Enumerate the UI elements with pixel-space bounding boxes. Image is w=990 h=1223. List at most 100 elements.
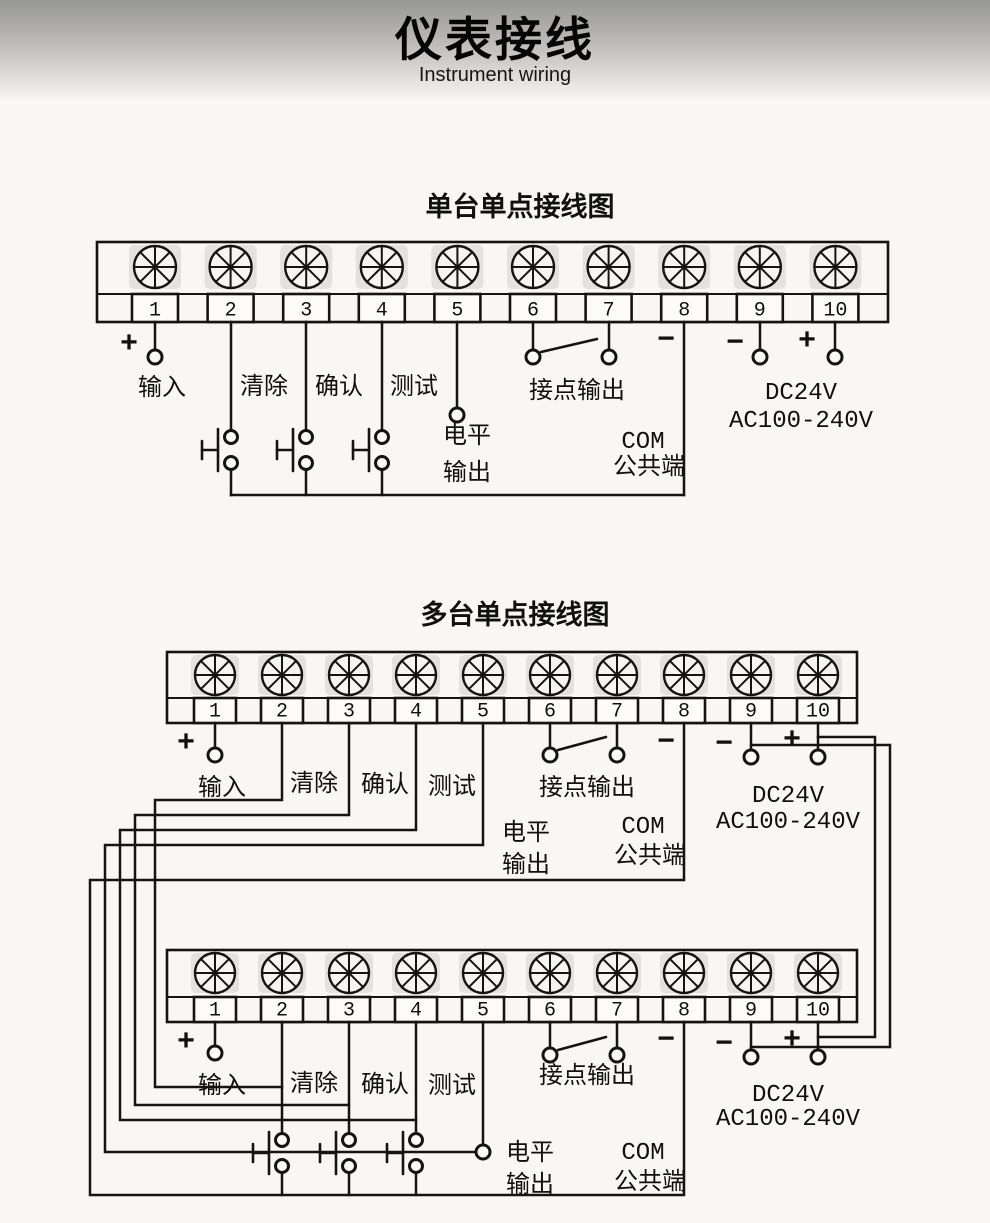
terminal-number: 10 xyxy=(806,1000,830,1023)
terminal-unit: 7 xyxy=(582,244,635,324)
screw-slot xyxy=(803,958,833,988)
button-contact xyxy=(374,429,390,445)
wire xyxy=(548,1020,619,1050)
contact-switch-symbol xyxy=(556,1035,608,1052)
terminal-number: 5 xyxy=(451,300,463,323)
terminal-unit: 5 xyxy=(459,653,507,725)
terminal-unit: 3 xyxy=(325,951,373,1024)
com-bus-wire xyxy=(88,721,686,1197)
confirm-bus-wire xyxy=(133,721,351,1107)
push-button-symbol xyxy=(318,1130,357,1176)
polarity-minus-sign: − xyxy=(715,726,733,759)
screw-slot xyxy=(334,958,364,988)
level-output-label-line1: 电平 xyxy=(502,819,550,846)
terminal-number: 3 xyxy=(300,300,312,323)
screw-slot xyxy=(291,252,322,282)
polarity-minus-sign: − xyxy=(657,322,675,355)
level-output-label-line1: 电平 xyxy=(443,422,491,449)
clear-label: 清除 xyxy=(290,1070,338,1097)
screw-slot xyxy=(401,660,431,690)
screw-slot xyxy=(401,958,431,988)
level-output-label-line2: 输出 xyxy=(502,851,550,878)
terminal-number: 9 xyxy=(745,1000,757,1023)
power-ac-label: AC100-240V xyxy=(716,809,861,836)
terminal-number-box xyxy=(326,995,372,1024)
terminal-unit: 4 xyxy=(392,951,440,1024)
terminal-number: 4 xyxy=(410,701,422,724)
terminal-block-lower xyxy=(165,948,859,1024)
terminal-number-box xyxy=(661,696,707,725)
terminal-unit: 10 xyxy=(794,653,842,725)
page-header: 仪表接线 Instrument wiring xyxy=(0,0,990,100)
terminal-number: 10 xyxy=(823,300,847,323)
terminal-number: 4 xyxy=(410,1000,422,1023)
polarity-plus-sign: + xyxy=(783,722,801,755)
terminal-number: 5 xyxy=(477,701,489,724)
push-button-symbol xyxy=(275,427,314,473)
screw-slot xyxy=(820,252,851,282)
level-output-label-line1: 电平 xyxy=(506,1139,554,1166)
terminal-unit: 8 xyxy=(660,951,708,1024)
terminal-number: 2 xyxy=(225,300,237,323)
screw-slot xyxy=(468,660,498,690)
wiring xyxy=(88,721,892,1197)
screw-slot xyxy=(669,660,699,690)
button-contact xyxy=(341,1158,357,1174)
terminal-unit: 9 xyxy=(727,653,775,725)
button-contact xyxy=(298,429,314,445)
clear-label: 清除 xyxy=(240,373,288,400)
screw-slot xyxy=(140,252,170,282)
terminal-node xyxy=(608,746,626,764)
terminal-number: 7 xyxy=(603,300,615,323)
power-dc-label: DC24V xyxy=(765,380,838,407)
terminal-node xyxy=(809,748,827,766)
terminal-block-upper xyxy=(165,650,859,725)
wire xyxy=(280,1020,418,1135)
terminal-node xyxy=(826,348,844,366)
terminal-number: 2 xyxy=(276,701,288,724)
contact-output-label: 接点输出 xyxy=(539,1062,635,1089)
terminal-number: 3 xyxy=(343,1000,355,1023)
power-dc-label: DC24V xyxy=(752,783,825,810)
terminal-number-box xyxy=(728,696,774,725)
terminal-unit: 7 xyxy=(593,951,641,1024)
terminal-unit: 5 xyxy=(431,244,484,324)
terminal-node xyxy=(751,348,769,366)
screw-slot xyxy=(267,958,297,988)
terminal-number-box xyxy=(433,292,482,324)
terminal-node xyxy=(541,746,559,764)
terminal-number: 7 xyxy=(611,701,623,724)
terminal-number: 4 xyxy=(376,300,388,323)
push-button-symbol xyxy=(251,1130,290,1176)
power-bus-wire xyxy=(749,743,892,1049)
terminal-number: 6 xyxy=(544,701,556,724)
terminal-unit: 1 xyxy=(191,951,239,1024)
terminal-number: 1 xyxy=(149,300,161,323)
button-contact xyxy=(274,1132,290,1148)
terminal-number: 8 xyxy=(678,701,690,724)
terminal-node xyxy=(206,746,224,764)
terminal-number: 5 xyxy=(477,1000,489,1023)
terminal-node xyxy=(742,1048,760,1066)
screw-slot xyxy=(535,958,565,988)
polarity-plus-sign: + xyxy=(120,326,138,359)
button-contact xyxy=(223,429,239,445)
screw-slot xyxy=(602,958,632,988)
terminal-number-box xyxy=(206,292,255,324)
wiring xyxy=(153,320,837,497)
terminal-number-box xyxy=(357,292,407,324)
terminal-unit: 9 xyxy=(733,244,786,324)
terminal-node xyxy=(742,748,760,766)
terminal-unit: 10 xyxy=(794,951,842,1024)
wire xyxy=(758,320,837,352)
terminal-number: 8 xyxy=(678,1000,690,1023)
screw-slot xyxy=(593,252,624,282)
wire xyxy=(749,1020,820,1052)
terminal-number-box xyxy=(584,292,633,324)
terminal-number: 10 xyxy=(806,701,830,724)
screw-slot xyxy=(442,252,473,282)
confirm-label: 确认 xyxy=(361,771,409,798)
screw-slot xyxy=(518,252,548,282)
